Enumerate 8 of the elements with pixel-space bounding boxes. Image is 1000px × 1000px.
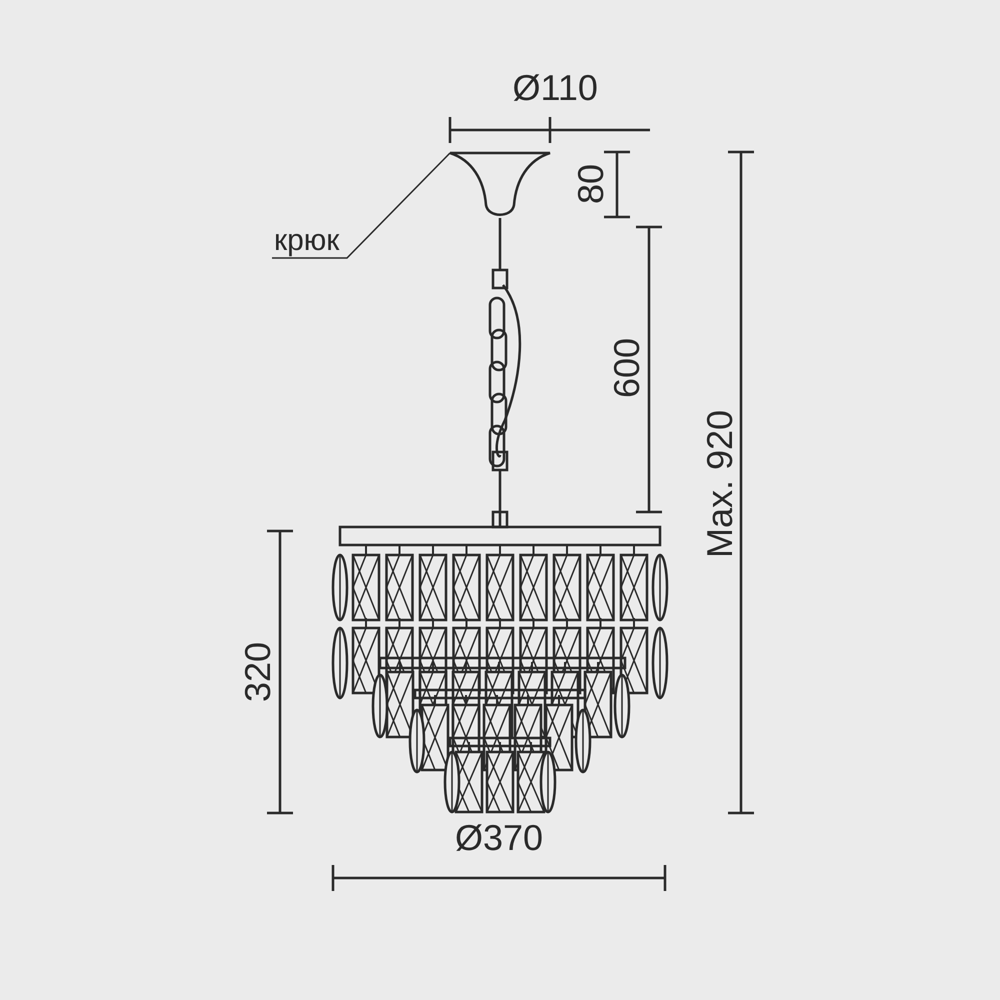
leader-line: [272, 152, 451, 259]
dimension-label: Ø110: [512, 70, 598, 106]
dimension-label: Max. 920: [702, 410, 738, 558]
dimension-label: 80: [573, 164, 610, 204]
part-label: крюк: [274, 226, 340, 256]
dimension-label: Ø370: [455, 820, 544, 856]
dimension-label: 600: [609, 338, 646, 398]
dimension-label: 320: [240, 642, 276, 702]
